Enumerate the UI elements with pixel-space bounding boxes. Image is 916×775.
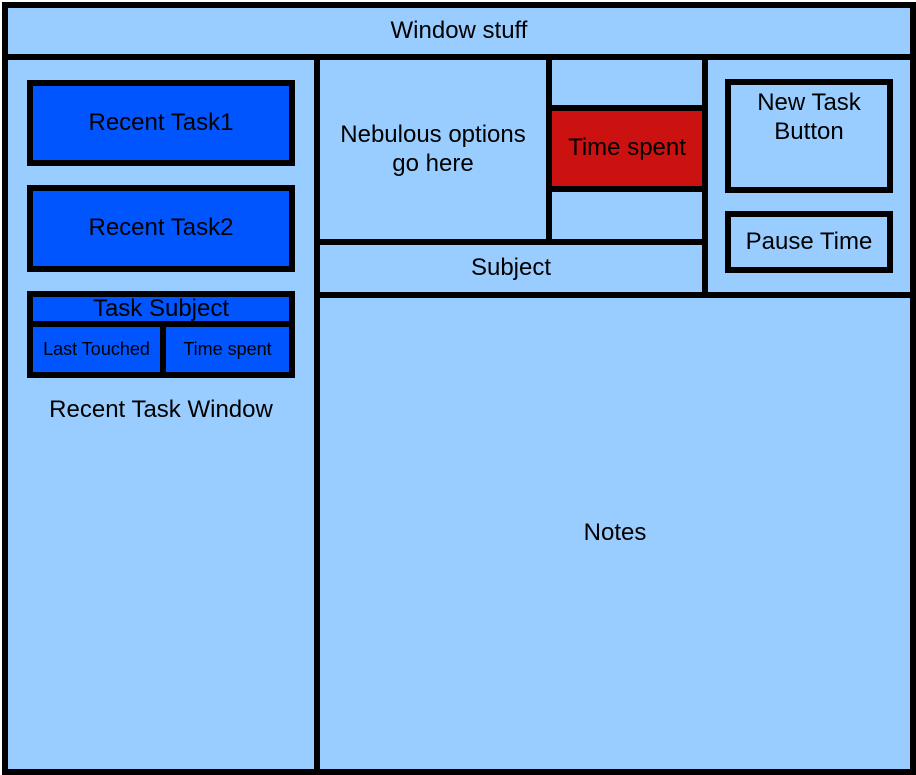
- task-time-spent-label: Time spent: [183, 338, 272, 359]
- pause-time-button[interactable]: Pause Time: [725, 211, 893, 273]
- window-header-label: Window stuff: [390, 16, 528, 44]
- pause-time-button-label: Pause Time: [745, 227, 873, 255]
- notes-label: Notes: [583, 519, 647, 547]
- time-spent-display: Time spent: [546, 105, 708, 192]
- recent-task-2-label: Recent Task2: [88, 214, 234, 242]
- nebulous-options-label: Nebulous options go here: [340, 120, 526, 177]
- task-subject-label: Task Subject: [92, 295, 230, 322]
- task-time-spent: Time spent: [160, 321, 295, 378]
- new-task-button-label: New Task Button: [757, 89, 861, 145]
- window-header: Window stuff: [2, 2, 916, 60]
- last-touched: Last Touched: [27, 321, 166, 378]
- timer-bottom-cell: [546, 186, 708, 245]
- time-spent-display-label: Time spent: [568, 134, 686, 162]
- recent-task-window-label: Recent Task Window: [49, 396, 273, 423]
- new-task-button[interactable]: New Task Button: [725, 79, 893, 193]
- recent-task-1[interactable]: Recent Task1: [27, 80, 295, 166]
- timer-top-cell: [546, 54, 708, 111]
- subject-field[interactable]: Subject: [314, 239, 708, 298]
- recent-task-2[interactable]: Recent Task2: [27, 185, 295, 272]
- notes-area[interactable]: Notes: [314, 292, 916, 775]
- last-touched-label: Last Touched: [43, 338, 150, 359]
- subject-field-label: Subject: [470, 254, 552, 282]
- nebulous-options: Nebulous options go here: [314, 54, 552, 245]
- recent-task-window: [2, 54, 320, 775]
- recent-task-1-label: Recent Task1: [88, 108, 234, 136]
